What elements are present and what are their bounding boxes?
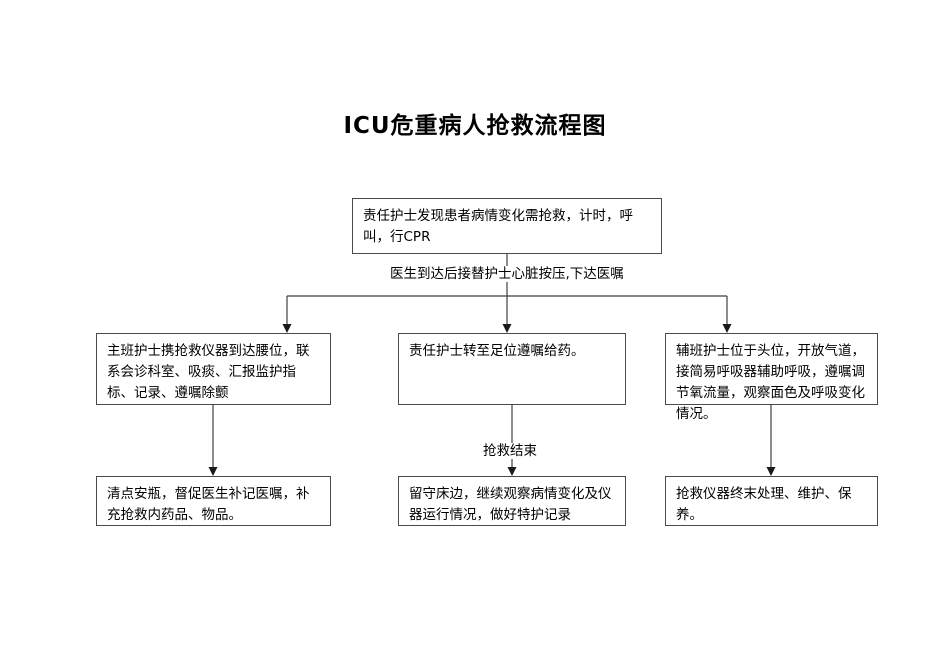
edge-label-doctor-arrival: 医生到达后接替护士心脏按压,下达医嘱 <box>385 266 629 283</box>
page-title: ICU危重病人抢救流程图 <box>343 113 607 139</box>
node-start: 责任护士发现患者病情变化需抢救，计时，呼叫，行CPR <box>352 198 662 254</box>
node-assistant-nurse-after: 抢救仪器终末处理、维护、保养。 <box>665 476 878 526</box>
arrowhead-assistant-nurse <box>722 324 732 333</box>
node-primary-nurse: 责任护士转至足位遵嘱给药。 <box>398 333 626 405</box>
arrowhead-assistant-nurse-after <box>766 467 776 476</box>
arrowhead-main-nurse-after <box>208 467 218 476</box>
node-assistant-nurse: 辅班护士位于头位，开放气道，接简易呼吸器辅助呼吸，遵嘱调节氧流量，观察面色及呼吸… <box>665 333 878 422</box>
node-main-nurse: 主班护士携抢救仪器到达腰位，联系会诊科室、吸痰、汇报监护指标、记录、遵嘱除颤 <box>96 333 331 405</box>
arrowhead-primary-nurse-after <box>507 467 517 476</box>
arrowhead-primary-nurse <box>502 324 512 333</box>
node-main-nurse-after: 清点安瓶，督促医生补记医嘱，补充抢救内药品、物品。 <box>96 476 331 526</box>
edge-label-rescue-end: 抢救结束 <box>478 443 542 460</box>
arrowhead-main-nurse <box>282 324 292 333</box>
node-primary-nurse-after: 留守床边，继续观察病情变化及仪器运行情况，做好特护记录 <box>398 476 626 526</box>
